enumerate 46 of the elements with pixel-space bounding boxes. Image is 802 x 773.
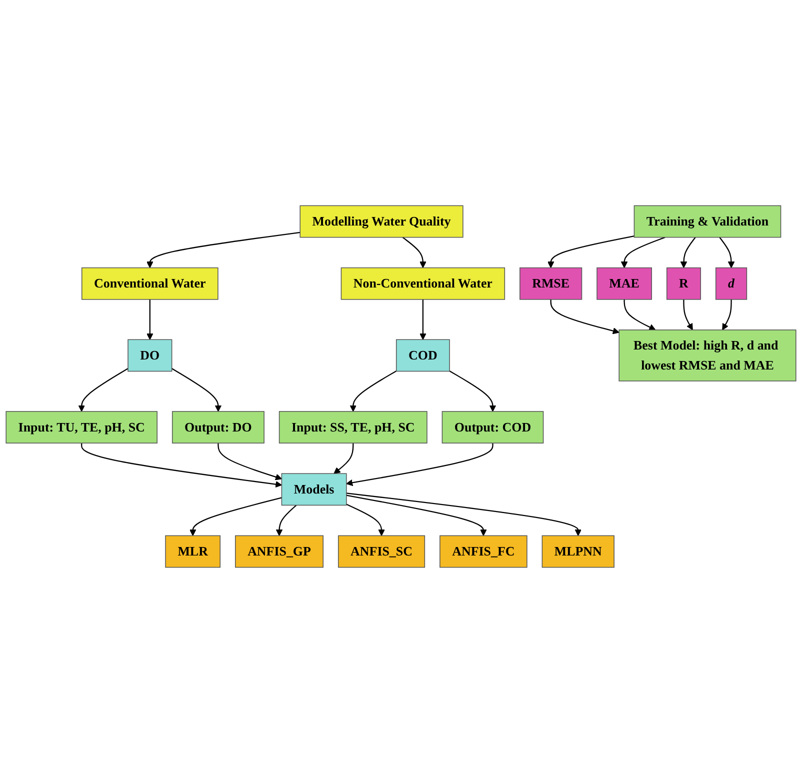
node-box: MLPNN	[542, 535, 614, 568]
arrow	[449, 370, 496, 412]
arrow	[722, 299, 732, 330]
arrow	[189, 497, 282, 536]
arrow	[146, 232, 300, 268]
node-box: Input: TU, TE, pH, SC	[6, 411, 158, 444]
node-box: Modelling Water Quality	[300, 205, 464, 238]
node-box: Models	[281, 473, 347, 506]
arrow	[276, 504, 297, 536]
node-box: ANFIS_GP	[235, 535, 324, 568]
node-box: MLR	[165, 535, 221, 568]
node-box: Non-Conventional Water	[340, 267, 506, 300]
node-box: Output: DO	[172, 411, 264, 444]
arrow	[680, 236, 696, 268]
arrow	[550, 299, 620, 334]
arrow	[624, 299, 656, 330]
node-box: RMSE	[520, 267, 582, 300]
arrow	[218, 443, 282, 480]
node-box: DO	[128, 339, 172, 372]
arrow	[346, 494, 487, 536]
arrow	[420, 299, 426, 340]
node-box: Training & Validation	[634, 205, 782, 238]
node-box: ANFIS_FC	[440, 535, 528, 568]
arrow	[620, 236, 666, 268]
node-box: MAE	[596, 267, 652, 300]
arrow	[172, 368, 222, 412]
arrow	[346, 492, 582, 536]
arrow	[78, 368, 128, 412]
arrow	[719, 236, 735, 268]
node-box: Conventional Water	[81, 267, 218, 300]
node-box: ANFIS_SC	[338, 535, 426, 568]
arrow	[146, 299, 154, 340]
arrow	[346, 443, 494, 486]
arrow	[547, 235, 634, 268]
node-box: d	[715, 267, 748, 300]
node-box: R	[666, 267, 701, 300]
arrow	[402, 236, 426, 268]
node-box: Output: COD	[442, 411, 544, 444]
arrow	[683, 299, 693, 330]
arrow	[350, 370, 397, 412]
arrow	[334, 443, 354, 474]
arrow	[81, 443, 282, 488]
node-box: Best Model: high R, d and lowest RMSE and MAE	[618, 330, 796, 382]
node-box: COD	[396, 339, 450, 372]
arrow	[346, 504, 385, 536]
node-box: Input: SS, TE, pH, SC	[278, 411, 428, 444]
